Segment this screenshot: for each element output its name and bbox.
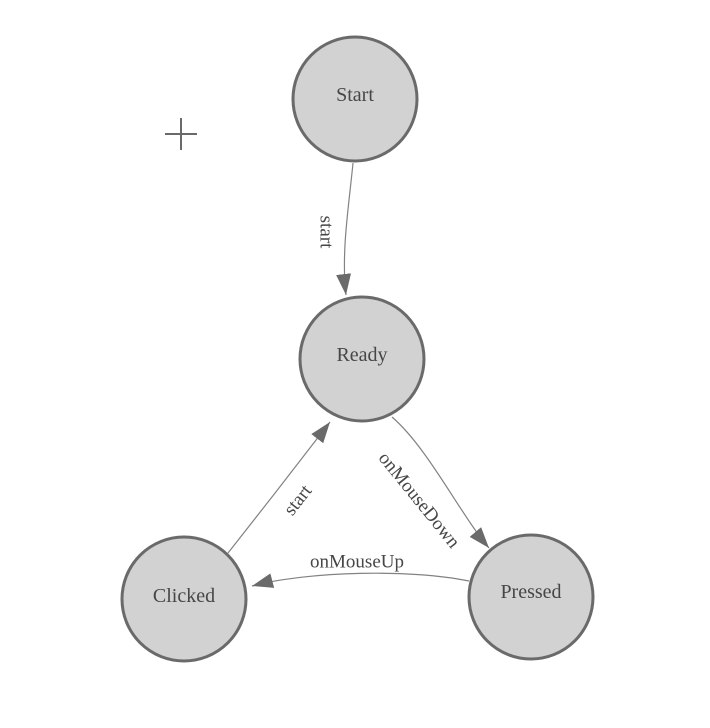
edge-pressed-to-clicked[interactable]: onMouseUp [251,551,470,588]
edge-pressed-to-clicked-line[interactable] [251,572,470,588]
state-node-clicked-circle[interactable] [120,535,248,663]
plus-marker [165,118,197,150]
edge-clicked-to-ready-label: start [280,480,317,519]
edge-ready-to-pressed[interactable]: onMouseDown [374,416,490,553]
edge-ready-to-pressed-label: onMouseDown [374,448,464,553]
state-node-start[interactable]: Start [291,35,419,163]
state-node-pressed-circle[interactable] [467,533,595,661]
edge-clicked-to-ready[interactable]: start [227,421,331,554]
edge-ready-to-pressed-line[interactable] [391,416,490,549]
state-node-ready-label: Ready [336,344,387,366]
state-node-clicked-label: Clicked [153,585,215,607]
edge-start-to-ready-label: start [316,216,337,249]
state-node-ready-circle[interactable] [298,295,426,423]
state-node-clicked[interactable]: Clicked [120,535,248,663]
state-node-pressed[interactable]: Pressed [467,533,595,661]
edge-pressed-to-clicked-label: onMouseUp [310,551,404,572]
edge-start-to-ready[interactable]: start [316,162,354,296]
state-node-start-circle[interactable] [291,35,419,163]
edge-clicked-to-ready-line[interactable] [227,421,331,554]
state-node-start-label: Start [336,84,374,106]
state-node-ready[interactable]: Ready [298,295,426,423]
edge-start-to-ready-line[interactable] [336,162,354,296]
state-node-pressed-label: Pressed [500,581,561,603]
